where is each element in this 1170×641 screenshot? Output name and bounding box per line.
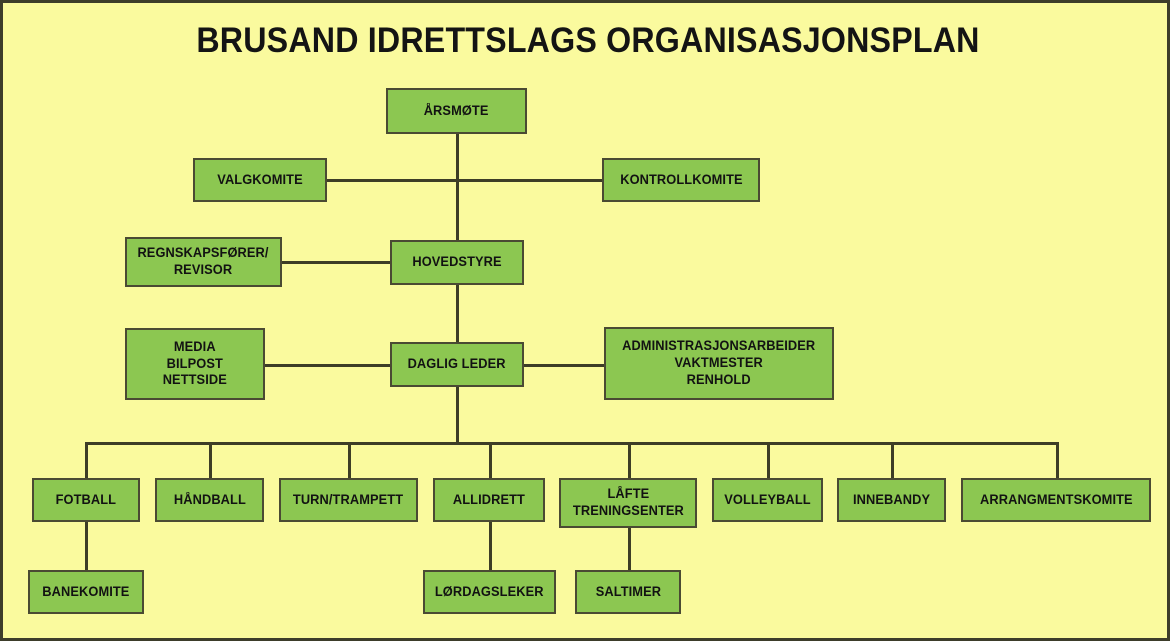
connector-bus-to-turn: [348, 442, 351, 478]
node-media-bilpost-nettside[interactable]: MEDIA BILPOST NETTSIDE: [125, 328, 265, 400]
node-label: ÅRSMØTE: [424, 102, 489, 118]
node-label: SALTIMER: [595, 583, 661, 599]
node-label: VALGKOMITE: [217, 171, 303, 187]
connector-bus-to-innebandy: [891, 442, 894, 478]
connector-bus-to-fotball: [85, 442, 88, 478]
node-allidrett[interactable]: ALLIDRETT: [433, 478, 545, 522]
connector-bus-to-handball: [209, 442, 212, 478]
connector-dagligleder-administrasjon: [522, 364, 606, 367]
connector-lafte-to-saltimer: [628, 528, 631, 571]
connector-bus-to-arrangment: [1056, 442, 1059, 478]
connector-dagligleder-to-bus: [456, 386, 459, 444]
connector-fotball-to-banekomite: [85, 522, 88, 571]
connector-bus-to-allidrett: [489, 442, 492, 478]
node-label: BANEKOMITE: [42, 583, 130, 599]
node-fotball[interactable]: FOTBALL: [32, 478, 140, 522]
node-label: REGNSKAPSFØRER/ REVISOR: [137, 245, 270, 277]
node-label: MEDIA BILPOST NETTSIDE: [162, 338, 228, 388]
node-lafte-treningsenter[interactable]: LÅFTE TRENINGSENTER: [559, 478, 697, 528]
node-administrasjonsarbeider[interactable]: ADMINISTRASJONSARBEIDER VAKTMESTER RENHO…: [604, 327, 834, 400]
node-volleyball[interactable]: VOLLEYBALL: [712, 478, 823, 522]
connector-bus-to-volleyball: [767, 442, 770, 478]
node-label: TURN/TRAMPETT: [293, 491, 404, 507]
node-handball[interactable]: HÅNDBALL: [155, 478, 264, 522]
node-label: FOTBALL: [55, 491, 117, 507]
connector-department-bus: [85, 442, 1057, 445]
node-label: KONTROLLKOMITE: [619, 171, 743, 187]
node-label: HOVEDSTYRE: [412, 254, 502, 270]
node-lordagsleker[interactable]: LØRDAGSLEKER: [423, 570, 556, 614]
connector-hovedstyre-to-dagligleder: [456, 285, 459, 343]
connector-arsmote-to-hovedstyre: [456, 133, 459, 243]
node-label: VOLLEYBALL: [724, 491, 811, 507]
node-turn-trampett[interactable]: TURN/TRAMPETT: [279, 478, 418, 522]
connector-allidrett-to-lordagsleker: [489, 522, 492, 571]
connector-hovedstyre-regnskap: [280, 261, 390, 264]
node-daglig-leder[interactable]: DAGLIG LEDER: [390, 342, 524, 387]
node-hovedstyre[interactable]: HOVEDSTYRE: [390, 240, 524, 285]
node-label: ARRANGMENTSKOMITE: [979, 491, 1133, 507]
node-label: LÅFTE TRENINGSENTER: [572, 486, 684, 518]
node-label: INNEBANDY: [852, 491, 931, 507]
node-regnskapsforer-revisor[interactable]: REGNSKAPSFØRER/ REVISOR: [125, 237, 282, 287]
node-banekomite[interactable]: BANEKOMITE: [28, 570, 144, 614]
node-label: HÅNDBALL: [173, 491, 246, 507]
node-arsmote[interactable]: ÅRSMØTE: [386, 88, 527, 134]
node-innebandy[interactable]: INNEBANDY: [837, 478, 946, 522]
node-label: LØRDAGSLEKER: [435, 583, 544, 599]
node-label: ADMINISTRASJONSARBEIDER VAKTMESTER RENHO…: [622, 338, 816, 387]
node-label: DAGLIG LEDER: [407, 356, 507, 372]
node-saltimer[interactable]: SALTIMER: [575, 570, 681, 614]
connector-bus-to-lafte: [628, 442, 631, 478]
node-arrangmentskomite[interactable]: ARRANGMENTSKOMITE: [961, 478, 1151, 522]
node-kontrollkomite[interactable]: KONTROLLKOMITE: [602, 158, 760, 202]
connector-dagligleder-media: [263, 364, 391, 367]
connector-valgkomite-kontrollkomite-bar: [326, 179, 606, 182]
node-valgkomite[interactable]: VALGKOMITE: [193, 158, 327, 202]
page-title: BRUSAND IDRETTSLAGS ORGANISASJONSPLAN: [196, 21, 980, 60]
node-label: ALLIDRETT: [452, 491, 526, 507]
